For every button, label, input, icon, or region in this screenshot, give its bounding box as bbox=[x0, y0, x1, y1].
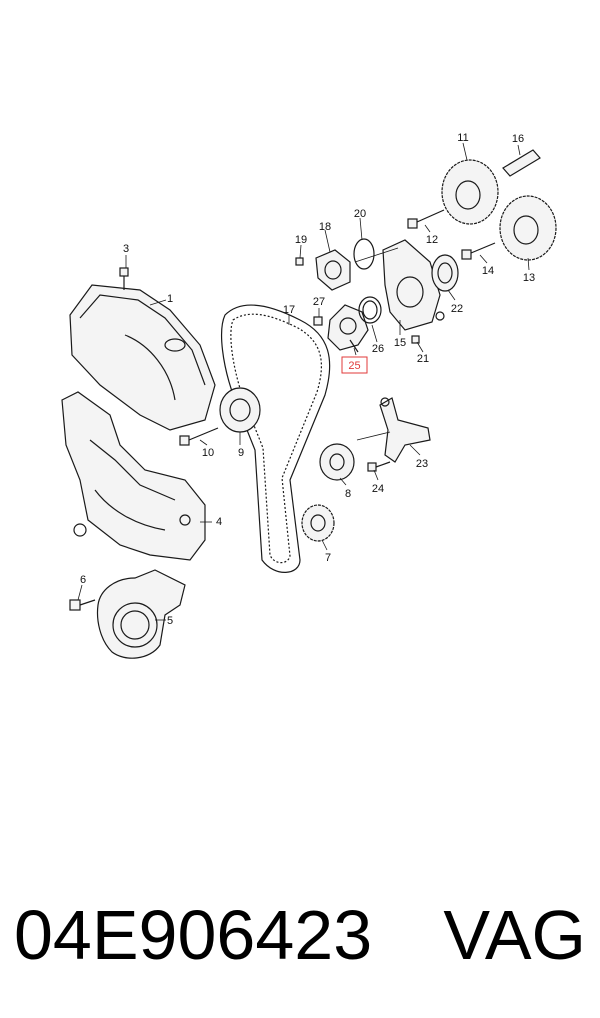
part-19-bolt bbox=[295, 257, 304, 266]
part-4-rear-cover bbox=[61, 391, 206, 561]
part-18-cover-plate bbox=[315, 249, 351, 291]
leader-lines bbox=[77, 142, 530, 621]
part-1-upper-cover bbox=[69, 284, 216, 431]
callout-8: 8 bbox=[345, 488, 351, 500]
callout-12: 12 bbox=[426, 234, 438, 246]
callout-4: 4 bbox=[216, 516, 222, 528]
part-25-tensioner bbox=[327, 304, 369, 353]
part-8-idler-roller bbox=[319, 443, 355, 481]
part-17-timing-belt bbox=[221, 304, 331, 573]
callout-22: 22 bbox=[451, 303, 463, 315]
brand-name: VAG bbox=[443, 896, 586, 974]
callout-9: 9 bbox=[238, 447, 244, 459]
part-10-bolt bbox=[179, 427, 219, 446]
part-caption: 04E906423 VAG bbox=[14, 885, 586, 985]
part-7-crank-sprocket bbox=[301, 504, 335, 542]
part-3-bolt bbox=[119, 267, 129, 290]
callout-11: 11 bbox=[457, 132, 468, 144]
part-22-seal bbox=[431, 254, 459, 292]
part-11-cam-sprocket bbox=[441, 159, 499, 225]
part-21-bolt bbox=[411, 335, 420, 344]
part-12-bolt bbox=[407, 209, 445, 229]
callout-13: 13 bbox=[523, 272, 535, 284]
part-16-pin bbox=[502, 149, 541, 177]
exploded-parts-diagram: 1 3 4 5 6 7 8 9 10 11 12 13 14 15 16 17 … bbox=[61, 132, 557, 659]
part-9-tension-roller bbox=[219, 387, 261, 433]
callout-25: 25 bbox=[348, 360, 360, 372]
part-26-seal bbox=[358, 296, 382, 324]
part-13-cam-sprocket bbox=[499, 195, 557, 261]
callout-20: 20 bbox=[354, 208, 366, 220]
callout-26: 26 bbox=[372, 343, 384, 355]
callout-16: 16 bbox=[512, 133, 524, 145]
callout-14: 14 bbox=[482, 265, 494, 277]
callout-labels: 1 3 4 5 6 7 8 9 10 11 12 13 14 15 16 17 … bbox=[80, 132, 535, 627]
callout-1: 1 bbox=[167, 293, 173, 305]
callout-21: 21 bbox=[417, 353, 429, 365]
part-6-bolt bbox=[69, 599, 96, 611]
callout-10: 10 bbox=[202, 447, 214, 459]
callout-27: 27 bbox=[313, 296, 325, 308]
callout-6: 6 bbox=[80, 574, 86, 586]
callout-18: 18 bbox=[319, 221, 331, 233]
part-15-back-plate bbox=[382, 239, 445, 331]
callout-15: 15 bbox=[394, 337, 406, 349]
part-5-lower-cover bbox=[96, 569, 186, 659]
part-20-o-ring bbox=[353, 238, 375, 270]
part-23-bracket bbox=[379, 397, 431, 463]
callout-23: 23 bbox=[416, 458, 428, 470]
callout-19: 19 bbox=[295, 234, 307, 246]
part-14-bolt bbox=[461, 242, 496, 260]
callout-17: 17 bbox=[283, 304, 295, 316]
part-27-bolt bbox=[313, 316, 323, 326]
part-24-bolt bbox=[367, 461, 391, 472]
callout-24: 24 bbox=[372, 483, 384, 495]
callout-5: 5 bbox=[167, 615, 173, 627]
callout-3: 3 bbox=[123, 243, 129, 255]
part-number: 04E906423 bbox=[14, 896, 373, 974]
callout-7: 7 bbox=[325, 552, 331, 564]
highlight-box-25 bbox=[341, 356, 368, 374]
